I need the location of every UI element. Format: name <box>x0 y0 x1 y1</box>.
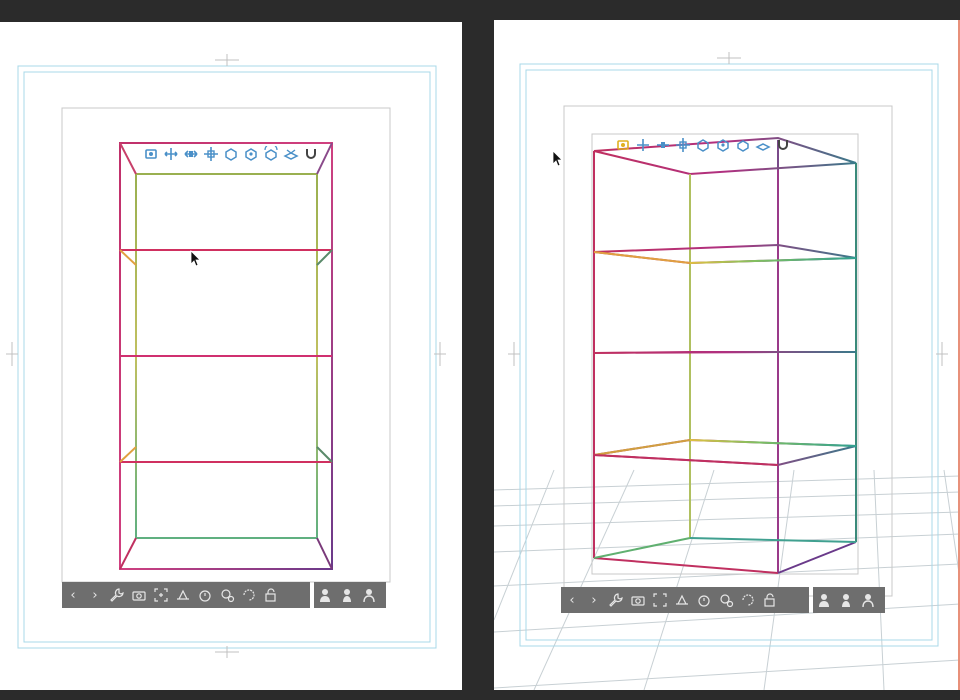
move-center-icon[interactable] <box>202 145 220 163</box>
move-xy-icon[interactable] <box>162 145 180 163</box>
lock-icon[interactable] <box>759 587 781 613</box>
pose-1-icon[interactable] <box>314 582 336 608</box>
pose-3-icon[interactable] <box>857 587 879 613</box>
camera-frame <box>591 133 859 575</box>
undo-rotate-icon[interactable] <box>737 587 759 613</box>
timer-icon[interactable] <box>194 582 216 608</box>
crop-marks <box>508 52 948 366</box>
chevron-right-icon[interactable]: › <box>92 587 98 603</box>
object-toolbar-extra-right <box>813 587 885 613</box>
wrench-icon[interactable] <box>106 582 128 608</box>
rotate-plane-icon[interactable] <box>282 145 300 163</box>
fit-frame-icon[interactable] <box>150 582 172 608</box>
fit-frame-icon[interactable] <box>649 587 671 613</box>
move-xy-icon[interactable] <box>634 136 652 154</box>
timer-icon[interactable] <box>693 587 715 613</box>
object-toolbar-left: ‹ › <box>62 582 310 608</box>
move-center-icon[interactable] <box>674 136 692 154</box>
chevron-right-icon[interactable]: › <box>591 592 597 608</box>
camera-icon[interactable] <box>128 582 150 608</box>
wrench-icon[interactable] <box>605 587 627 613</box>
bookshelf-wireframe-left <box>119 142 333 570</box>
safe-area-frame <box>61 107 391 583</box>
object-launcher-left <box>142 145 320 163</box>
rotate-box-2-icon[interactable] <box>714 136 732 154</box>
rotate-plane-icon[interactable] <box>754 136 772 154</box>
pose-2-icon[interactable] <box>835 587 857 613</box>
rotate-box-3-icon[interactable] <box>262 145 280 163</box>
rotate-box-icon[interactable] <box>694 136 712 154</box>
inner-guide-frame <box>23 71 431 643</box>
pose-2-icon[interactable] <box>336 582 358 608</box>
canvas-view-left[interactable]: ‹ › <box>0 22 462 690</box>
right-canvas-drawing <box>494 52 960 690</box>
reset-rotation-icon[interactable] <box>216 582 238 608</box>
move-xz-icon[interactable] <box>182 145 200 163</box>
inner-guide-frame <box>525 69 933 641</box>
left-canvas-drawing <box>6 54 446 658</box>
chevron-left-icon[interactable]: ‹ <box>70 587 76 603</box>
magnet-icon[interactable] <box>774 136 792 154</box>
window-bottom-bar <box>0 690 960 700</box>
magnet-icon[interactable] <box>302 145 320 163</box>
reset-rotation-icon[interactable] <box>715 587 737 613</box>
object-toolbar-right: ‹ › <box>561 587 809 613</box>
move-xz-icon[interactable] <box>654 136 672 154</box>
camera-icon[interactable] <box>627 587 649 613</box>
chevron-left-icon[interactable]: ‹ <box>569 592 575 608</box>
lock-icon[interactable] <box>260 582 282 608</box>
ground-icon[interactable] <box>671 587 693 613</box>
ground-icon[interactable] <box>172 582 194 608</box>
pose-3-icon[interactable] <box>358 582 380 608</box>
mouse-cursor-icon <box>552 150 563 167</box>
pose-1-icon[interactable] <box>813 587 835 613</box>
canvas-view-right[interactable]: ‹ › <box>494 20 960 690</box>
camera-rotate-icon[interactable] <box>614 136 632 154</box>
rotate-box-icon[interactable] <box>222 145 240 163</box>
object-toolbar-extra-left <box>314 582 386 608</box>
rotate-box-2-icon[interactable] <box>242 145 260 163</box>
bookshelf-wireframe-right <box>593 136 857 574</box>
window-top-bar <box>0 0 960 20</box>
camera-rotate-icon[interactable] <box>142 145 160 163</box>
rotate-box-3-icon[interactable] <box>734 136 752 154</box>
object-launcher-right <box>614 136 792 154</box>
undo-rotate-icon[interactable] <box>238 582 260 608</box>
crop-marks <box>6 54 446 658</box>
mouse-cursor-icon <box>190 250 201 267</box>
